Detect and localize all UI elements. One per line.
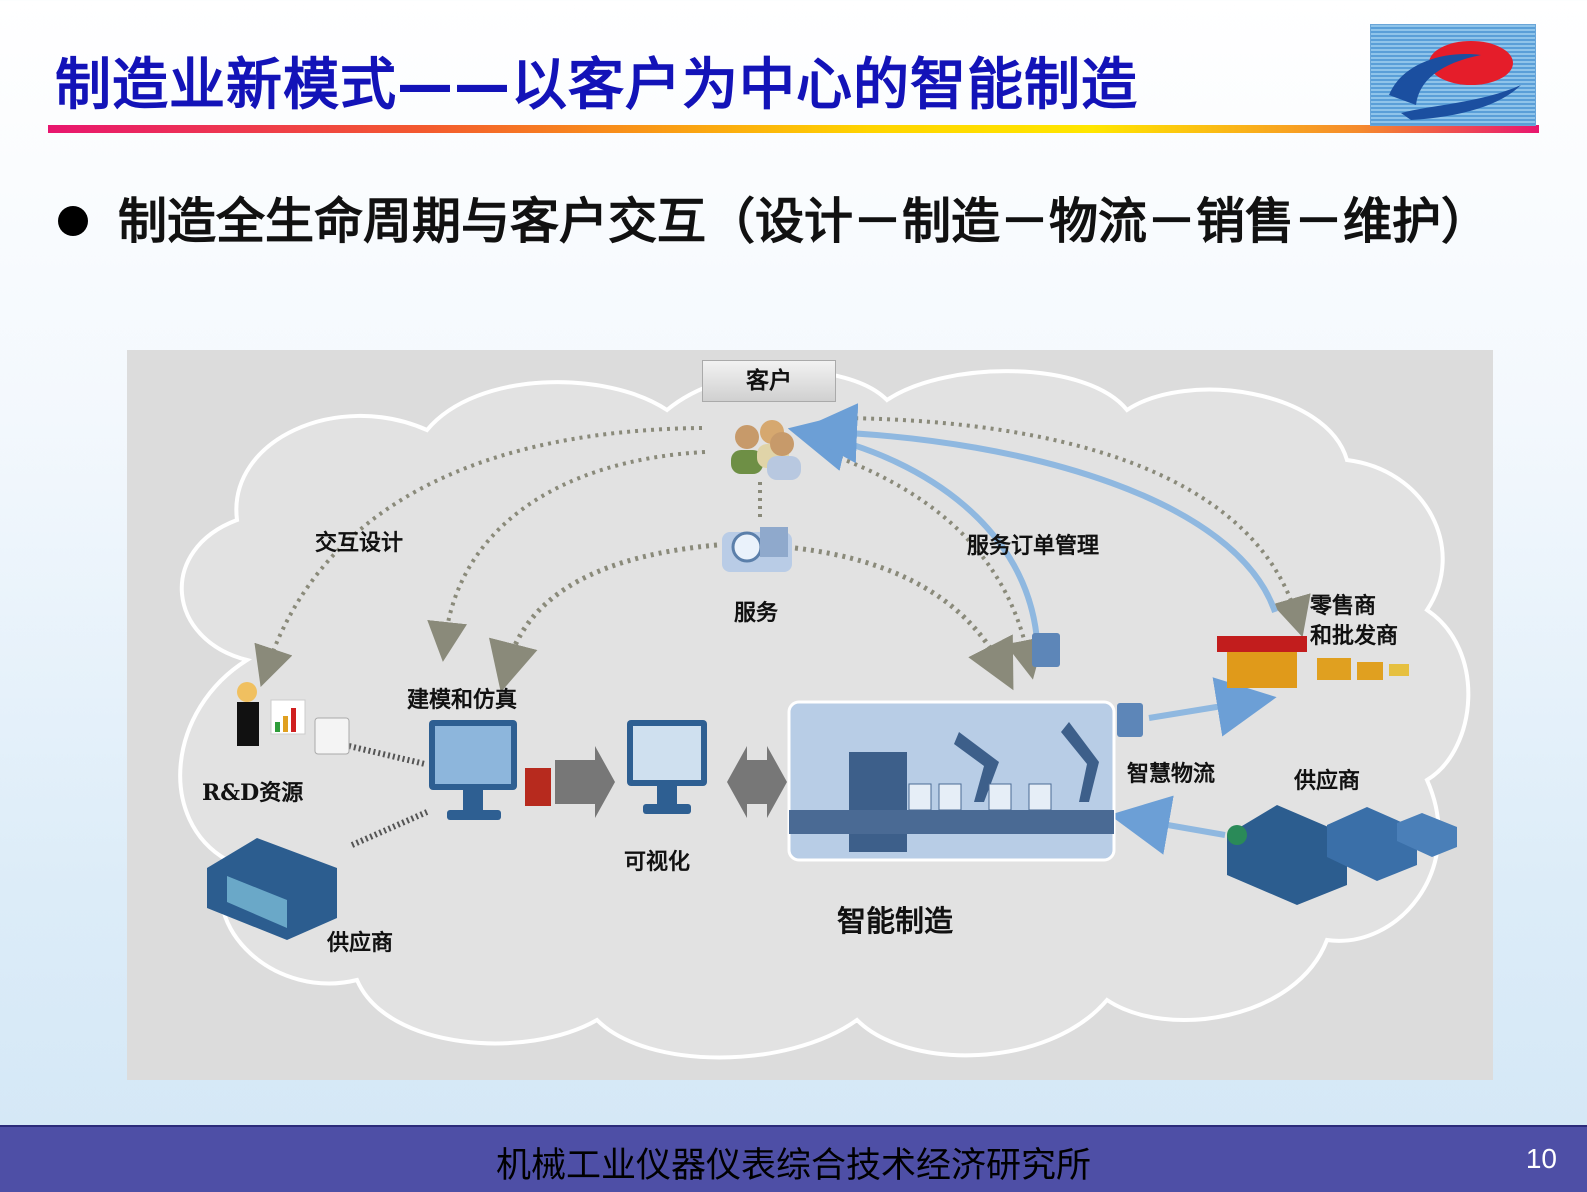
retailer-label: 零售商 — [1310, 593, 1377, 619]
arc-service-vis — [489, 542, 718, 693]
wholesaler-label: 和批发商 — [1310, 623, 1399, 649]
washer-icon-logistics — [1117, 703, 1143, 737]
customer-icon — [731, 420, 801, 480]
supplier-left-icon — [207, 838, 337, 940]
service-label: 服务 — [734, 600, 779, 626]
modeling-simulation-label: 建模和仿真 — [407, 687, 518, 713]
cabinet-icon — [525, 768, 551, 806]
slide-title: 制造业新模式——以客户为中心的智能制造 — [55, 53, 1138, 118]
institute-logo — [1370, 24, 1536, 126]
arrow-modeling-vis — [555, 746, 615, 818]
rd-icon — [237, 682, 350, 755]
visualization-monitor-icon — [627, 720, 707, 814]
logo-mark — [1389, 41, 1521, 120]
interactive-design-label: 交互设计 — [315, 530, 404, 556]
blue-supplier-to-logistics — [1109, 795, 1226, 855]
arc-customer-rd — [254, 426, 703, 687]
retail-store-icon — [1217, 636, 1409, 688]
washer-icon-order — [1032, 633, 1060, 667]
blue-retail-to-customer — [797, 403, 1278, 613]
customer-label: 客户 — [702, 360, 836, 402]
bullet-text: 制造全生命周期与客户交互（设计－制造－物流－销售－维护） — [118, 193, 1491, 250]
smart-logistics-label: 智慧物流 — [1127, 761, 1216, 787]
arc-customer-retail — [838, 416, 1311, 638]
rd-resource-label: R&D资源 — [202, 780, 304, 806]
blue-logistics-to-retail — [1148, 677, 1277, 737]
arc-customer-modeling — [427, 450, 706, 662]
supplier-left-label: 供应商 — [327, 930, 394, 956]
arrow-supplier-modeling — [350, 809, 429, 848]
arrow-rd-modeling — [348, 743, 426, 767]
title-underline — [48, 125, 1539, 133]
smart-manufacturing-label: 智能制造 — [837, 904, 954, 938]
arc-customer-order — [831, 453, 1045, 680]
arrow-vis-mfg — [727, 746, 787, 818]
modeling-monitor-icon — [429, 720, 517, 820]
supplier-right-label: 供应商 — [1294, 768, 1361, 794]
bullet-point: 制造全生命周期与客户交互（设计－制造－物流－销售－维护） — [58, 178, 1548, 266]
blue-order-to-customer — [787, 412, 1040, 641]
service-icon — [722, 527, 792, 572]
footer-bar: 机械工业仪器仪表综合技术经济研究所 10 — [0, 1125, 1587, 1192]
page-number: 10 — [1525, 1143, 1557, 1174]
smart-factory-panel — [787, 700, 1116, 862]
bullet-dot — [58, 206, 88, 236]
service-order-management-label: 服务订单管理 — [967, 533, 1100, 559]
smart-manufacturing-diagram: 客户 交互设计 服务 服务订单管理 零售商 和批发商 R&D资源 建模和仿真 可… — [127, 350, 1493, 1080]
supplier-right-icon — [1227, 805, 1457, 905]
diagram-canvas — [178, 369, 1471, 1060]
visualization-label: 可视化 — [624, 849, 691, 875]
footer-organization: 机械工业仪器仪表综合技术经济研究所 — [495, 1146, 1091, 1186]
